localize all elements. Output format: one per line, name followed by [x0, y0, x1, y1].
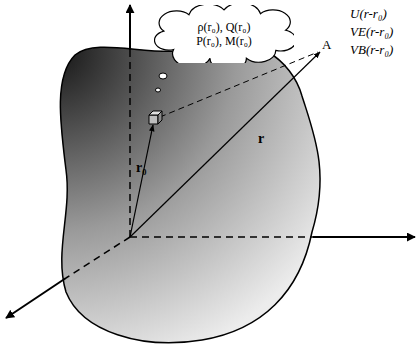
point-label: A [322, 38, 331, 52]
field-label: VB(r-r₀) [350, 43, 393, 57]
callout-tail [159, 73, 167, 79]
callout-text: P(r₀), M(r₀) [154, 34, 294, 48]
axis-z [129, 5, 131, 50]
axis-y-hidden [130, 236, 313, 238]
vector-r0 [130, 125, 153, 237]
axis-y [313, 236, 415, 238]
field-label: U(r-r₀) [350, 7, 387, 21]
axis-z-hidden [129, 50, 131, 237]
vector-label: r₀ [136, 160, 146, 175]
vector-label: r [258, 131, 264, 146]
axis-x-hidden [66, 237, 130, 278]
body-region [60, 42, 320, 343]
callout-cloud: ρ(r₀), Q(r₀)P(r₀), M(r₀) [154, 5, 294, 63]
vector-r [130, 52, 320, 237]
volume-element [149, 111, 162, 124]
callout-text: ρ(r₀), Q(r₀) [154, 20, 294, 34]
axis-x [6, 278, 66, 318]
field-label: VE(r-r₀) [350, 25, 393, 39]
callout-tail [156, 88, 161, 92]
